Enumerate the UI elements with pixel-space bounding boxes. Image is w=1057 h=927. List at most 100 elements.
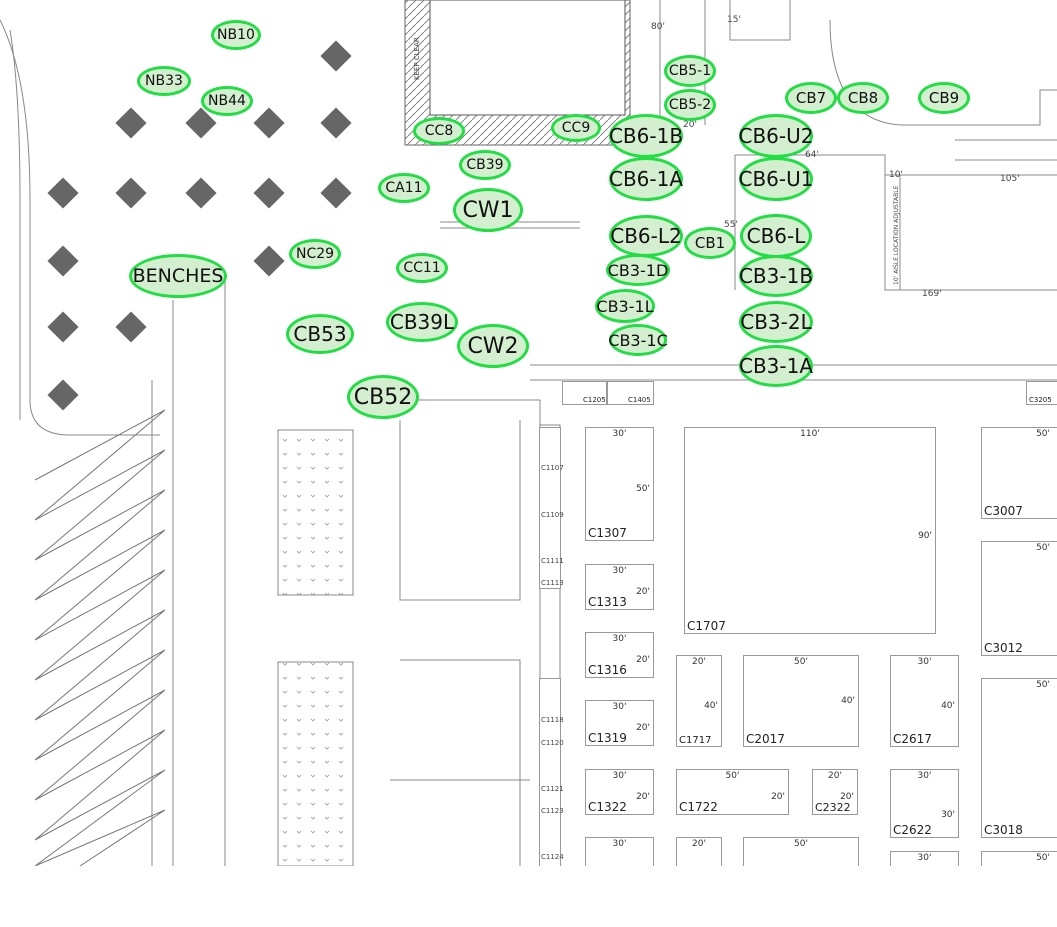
booth-c2017[interactable]: 50'40'C2017 — [743, 655, 859, 747]
booth-c1109[interactable]: C1109 — [541, 511, 564, 519]
dimension-label: 20' — [683, 120, 697, 130]
booth-c1722[interactable]: 50'20'C1722 — [676, 769, 789, 815]
booth-height: 20' — [636, 655, 650, 665]
small-booth-column — [539, 427, 561, 589]
booth-id: C1307 — [588, 526, 627, 540]
marker-cb9[interactable]: CB9 — [918, 82, 970, 114]
booth[interactable]: 30' — [585, 837, 654, 866]
booth-c1319[interactable]: 30'20'C1319 — [585, 700, 654, 746]
dimension-label: 15' — [727, 15, 741, 25]
booth-id: C2617 — [893, 732, 932, 746]
booth-c1118[interactable]: C1118 — [541, 716, 564, 724]
dimension-label: 105' — [1000, 174, 1020, 184]
booth-width: 30' — [612, 634, 627, 644]
booth[interactable]: 30' — [890, 851, 959, 866]
booth-c1123[interactable]: C1123 — [541, 807, 564, 815]
booth-id: C3012 — [984, 641, 1023, 655]
booth-height: 50' — [636, 484, 650, 494]
marker-cb39[interactable]: CB39 — [459, 150, 511, 180]
booth-height: 20' — [636, 587, 650, 597]
marker-cb7[interactable]: CB7 — [785, 82, 837, 114]
floor-plan-map[interactable]: 80' 15' 20' 64' 10' 105' 55' 169' KEEP C… — [0, 0, 1057, 866]
booth-c1107[interactable]: C1107 — [541, 464, 564, 472]
marker-cb3-1a[interactable]: CB3-1A — [739, 345, 813, 387]
booth-width: 30' — [612, 429, 627, 439]
marker-cb6-1b[interactable]: CB6-1B — [609, 114, 683, 158]
booth-height: 40' — [941, 701, 955, 711]
marker-cb3-2l[interactable]: CB3-2L — [739, 301, 813, 343]
marker-cb1[interactable]: CB1 — [684, 227, 736, 259]
booth-id: C3205 — [1029, 396, 1052, 404]
booth-c2322[interactable]: 20'20'C2322 — [812, 769, 858, 815]
marker-cb3-1d[interactable]: CB3-1D — [606, 254, 670, 286]
booth-c1707[interactable]: 110'90'C1707 — [684, 427, 936, 634]
booth-width: 110' — [800, 429, 820, 439]
marker-cb5-2[interactable]: CB5-2 — [664, 89, 716, 121]
booth-id: C2017 — [746, 732, 785, 746]
booth-c3205[interactable]: C3205 — [1026, 381, 1057, 405]
marker-cb3-1l[interactable]: CB3-1L — [595, 289, 655, 323]
booth-id: C1405 — [628, 396, 651, 404]
booth-height: 90' — [918, 530, 932, 541]
booth-c1316[interactable]: 30' 20' C1316 — [585, 632, 654, 678]
dimension-label: 169' — [922, 289, 942, 299]
booth-c1717[interactable]: 20'40'C1717 — [676, 655, 722, 747]
booth-c3007[interactable]: 50'C3007 — [981, 427, 1057, 519]
marker-nb10[interactable]: NB10 — [211, 20, 261, 50]
marker-cb6-l[interactable]: CB6-L — [740, 214, 812, 258]
marker-nc29[interactable]: NC29 — [289, 239, 341, 269]
booth-id: C1322 — [588, 800, 627, 814]
booth[interactable]: 50' — [743, 837, 859, 866]
marker-cc9[interactable]: CC9 — [551, 114, 601, 142]
booth-c2622[interactable]: 30'30'C2622 — [890, 769, 959, 838]
booth[interactable]: 20' — [676, 837, 722, 866]
marker-cw2[interactable]: CW2 — [457, 324, 529, 368]
marker-ca11[interactable]: CA11 — [378, 173, 430, 203]
booth-width: 20' — [692, 839, 706, 849]
marker-cb6-1a[interactable]: CB6-1A — [609, 157, 683, 201]
booth-c1121[interactable]: C1121 — [541, 785, 564, 793]
booth-width: 50' — [794, 839, 808, 849]
booth-c3012[interactable]: 50'C3012 — [981, 541, 1057, 656]
booth-width: 30' — [917, 853, 932, 863]
marker-cb8[interactable]: CB8 — [837, 82, 889, 114]
booth-width: 30' — [612, 566, 627, 576]
marker-cb5-1[interactable]: CB5-1 — [664, 55, 716, 87]
marker-cb53[interactable]: CB53 — [286, 314, 354, 354]
booth-c1124[interactable]: C1124 — [541, 853, 564, 861]
marker-cb6-l2[interactable]: CB6-L2 — [609, 215, 683, 257]
booth-c1307[interactable]: 30' 50' C1307 — [585, 427, 654, 541]
booth[interactable]: 50' — [981, 851, 1057, 866]
marker-cb6-u2[interactable]: CB6-U2 — [739, 114, 814, 158]
booth-width: 50' — [1036, 680, 1050, 690]
booth-c1322[interactable]: 30'20'C1322 — [585, 769, 654, 815]
booth-c1111[interactable]: C1111 — [541, 557, 564, 565]
booth-c1405[interactable]: C1405 — [607, 381, 654, 405]
marker-cc11[interactable]: CC11 — [396, 253, 448, 283]
marker-cb39l[interactable]: CB39L — [386, 302, 458, 342]
marker-cb6-u1[interactable]: CB6-U1 — [739, 157, 814, 201]
keep-clear-label: KEEP CLEAR — [413, 37, 421, 80]
booth-id: C2622 — [893, 823, 932, 837]
booth-height: 40' — [704, 701, 718, 711]
marker-nb44[interactable]: NB44 — [201, 86, 253, 116]
booth-c1120[interactable]: C1120 — [541, 739, 564, 747]
booth-id: C1316 — [588, 663, 627, 677]
marker-cb3-1b[interactable]: CB3-1B — [739, 255, 813, 297]
booth-c3018[interactable]: 50'C3018 — [981, 678, 1057, 838]
aisle-label: 10' AISLE LOCATION ADJUSTABLE — [893, 185, 900, 285]
booth-width: 30' — [612, 702, 627, 712]
marker-cb52[interactable]: CB52 — [347, 375, 419, 419]
floor-plan-linework — [0, 0, 1057, 866]
dimension-label: 80' — [651, 22, 665, 32]
small-booth-column — [539, 678, 561, 866]
marker-cw1[interactable]: CW1 — [453, 188, 523, 232]
marker-nb33[interactable]: NB33 — [137, 66, 191, 96]
booth-c1113[interactable]: C1113 — [541, 579, 564, 587]
marker-cb3-1c[interactable]: CB3-1C — [608, 324, 668, 356]
booth-c1205[interactable]: C1205 — [562, 381, 607, 405]
booth-c2617[interactable]: 30'40'C2617 — [890, 655, 959, 747]
marker-benches[interactable]: BENCHES — [129, 254, 227, 298]
booth-c1313[interactable]: 30'20'C1313 — [585, 564, 654, 610]
marker-cc8[interactable]: CC8 — [413, 117, 465, 145]
